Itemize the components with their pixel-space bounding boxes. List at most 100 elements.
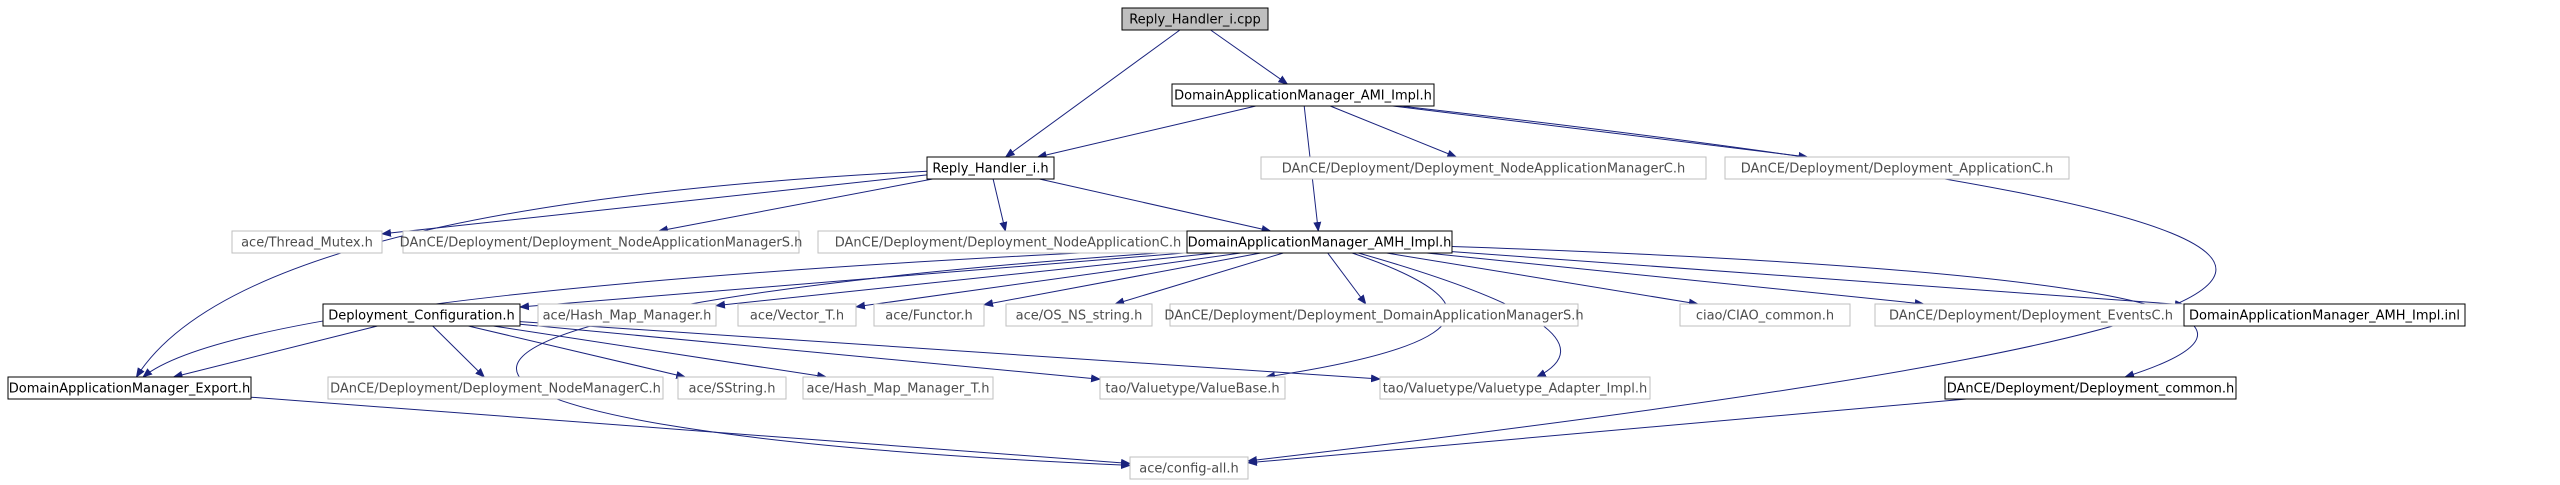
node-label: Deployment_Configuration.h [328,309,515,324]
node-box [402,230,800,254]
node-label: DAnCE/Deployment/Deployment_NodeApplicat… [835,236,1182,251]
node-box [2183,303,2466,327]
node-box [926,156,1055,180]
node-box [1679,303,1851,327]
node-ciao_common_h: ciao/CIAO_common.h [1679,303,1851,327]
node-box [7,376,252,400]
edge-dam_export_h-to-config_all_h [250,396,1131,467]
node-label: DAnCE/Deployment/Deployment_ApplicationC… [1741,162,2054,177]
node-label: ace/OS_NS_string.h [1016,309,1143,324]
node-box [873,303,985,327]
node-label: Reply_Handler_i.h [932,162,1048,177]
node-os_ns_string_h: ace/OS_NS_string.h [1005,303,1153,327]
node-label: DomainApplicationManager_AMI_Impl.h [1174,89,1432,104]
node-box [1005,303,1153,327]
node-label: DomainApplicationManager_Export.h [9,382,251,397]
node-label: ace/Thread_Mutex.h [241,236,373,251]
edge-dam_ami_impl_h-to-nam_c_h [1330,105,1458,158]
node-box [677,376,787,400]
node-reply_handler_cpp: Reply_Handler_i.cpp [1121,7,1269,31]
edge-deploy_config_h-to-sstring_h [468,325,687,379]
node-label: DAnCE/Deployment/Deployment_NodeManagerC… [330,382,661,397]
node-nam_s_h: DAnCE/Deployment/Deployment_NodeApplicat… [400,230,803,254]
node-box [231,230,383,254]
node-label: DAnCE/Deployment/Deployment_NodeApplicat… [400,236,803,251]
edge-dam_amh_impl_h-to-os_ns_string_h [1114,252,1284,306]
node-label: DomainApplicationManager_AMH_Impl.inl [2189,309,2460,324]
node-functor_h: ace/Functor.h [873,303,985,327]
edge-reply_handler_cpp-to-reply_handler_h [1004,29,1181,158]
edge-reply_handler_h-to-nac_h [992,178,1008,232]
node-deploy_common_h[interactable]: DAnCE/Deployment/Deployment_common.h [1944,376,2237,400]
node-box [537,303,717,327]
edge-reply_handler_h-to-nam_s_h [657,178,933,234]
node-config_all_h: ace/config-all.h [1129,456,1249,480]
node-thread_mutex_h: ace/Thread_Mutex.h [231,230,383,254]
node-box [1121,7,1269,31]
edge-reply_handler_h-to-dam_amh_impl_h [1039,178,1272,233]
node-box [1944,376,2237,400]
edge-dam_amh_impl_h-to-events_c_h [1426,252,1925,308]
node-box [737,303,857,327]
edge-deploy_config_h-to-valuebase_h [519,323,1101,383]
edge-deploy_common_h-to-config_all_h [1247,398,1967,466]
node-valuetype_adapter_h: tao/Valuetype/Valuetype_Adapter_Impl.h [1379,376,1651,400]
edges-layer [135,29,2217,470]
edge-dam_amh_impl_h-to-functor_h [983,252,1261,307]
edge-dam_amh_impl_h-to-vector_t_h [855,252,1241,310]
edge-dam_amh_impl_h-to-config_all_h [516,250,1188,470]
node-box [1129,456,1249,480]
node-label: DAnCE/Deployment/Deployment_common.h [1947,382,2235,397]
node-box [1171,83,1435,107]
nodes-layer: Reply_Handler_i.cppDomainApplicationMana… [7,7,2466,480]
node-dam_export_h[interactable]: DomainApplicationManager_Export.h [7,376,252,400]
node-box [322,303,521,327]
node-label: ace/Vector_T.h [750,309,844,324]
node-box [1379,376,1651,400]
node-label: DomainApplicationManager_AMH_Impl.h [1188,236,1452,251]
edge-reply_handler_h-to-dam_export_h [135,170,928,378]
edge-reply_handler_h-to-thread_mutex_h [381,174,928,237]
node-reply_handler_h[interactable]: Reply_Handler_i.h [926,156,1055,180]
edge-deploy_config_h-to-valuetype_adapter_h [519,321,1381,383]
node-label: DAnCE/Deployment/Deployment_EventsC.h [1889,309,2173,324]
node-nam_c_h: DAnCE/Deployment/Deployment_NodeApplicat… [1260,156,1707,180]
node-box [1186,230,1453,254]
node-box [802,376,994,400]
node-dam_amh_impl_inl[interactable]: DomainApplicationManager_AMH_Impl.inl [2183,303,2466,327]
node-dam_s_h: DAnCE/Deployment/Deployment_DomainApplic… [1164,303,1584,327]
edge-deploy_config_h-to-nmc_h [432,325,486,378]
node-label: DAnCE/Deployment/Deployment_DomainApplic… [1164,309,1583,324]
node-deploy_config_h[interactable]: Deployment_Configuration.h [322,303,521,327]
node-events_c_h: DAnCE/Deployment/Deployment_EventsC.h [1874,303,2188,327]
node-label: Reply_Handler_i.cpp [1129,13,1261,28]
edge-dam_amh_impl_h-to-deploy_common_h [1451,246,2199,379]
edge-deploy_config_h-to-hash_map_manager_t_h [493,325,828,380]
node-appc_h: DAnCE/Deployment/Deployment_ApplicationC… [1724,156,2070,180]
node-vector_t_h: ace/Vector_T.h [737,303,857,327]
edge-dam_amh_impl_h-to-deploy_config_h [519,252,1188,311]
node-box [1169,303,1579,327]
node-dam_ami_impl_h[interactable]: DomainApplicationManager_AMI_Impl.h [1171,83,1435,107]
node-box [327,376,664,400]
edge-dam_amh_impl_h-to-dam_s_h [1327,252,1367,305]
edge-dam_ami_impl_h-to-reply_handler_h [1036,105,1257,159]
node-sstring_h: ace/SString.h [677,376,787,400]
node-hash_map_manager_t_h: ace/Hash_Map_Manager_T.h [802,376,994,400]
node-label: DAnCE/Deployment/Deployment_NodeApplicat… [1282,162,1686,177]
node-label: ace/Hash_Map_Manager.h [543,309,712,324]
node-valuebase_h: tao/Valuetype/ValueBase.h [1099,376,1286,400]
edge-dam_amh_impl_h-to-ciao_common_h [1386,252,1699,307]
node-label: ace/config-all.h [1139,462,1239,477]
node-label: ace/Hash_Map_Manager_T.h [807,382,990,397]
node-box [1099,376,1286,400]
node-label: ace/Functor.h [885,309,972,324]
edge-reply_handler_cpp-to-dam_ami_impl_h [1210,29,1289,85]
edge-dam_amh_impl_h-to-hash_map_manager_h [715,252,1216,309]
node-box [1724,156,2070,180]
node-label: tao/Valuetype/Valuetype_Adapter_Impl.h [1383,382,1648,397]
node-nac_h: DAnCE/Deployment/Deployment_NodeApplicat… [817,230,1199,254]
node-box [1260,156,1707,180]
node-dam_amh_impl_h[interactable]: DomainApplicationManager_AMH_Impl.h [1186,230,1453,254]
